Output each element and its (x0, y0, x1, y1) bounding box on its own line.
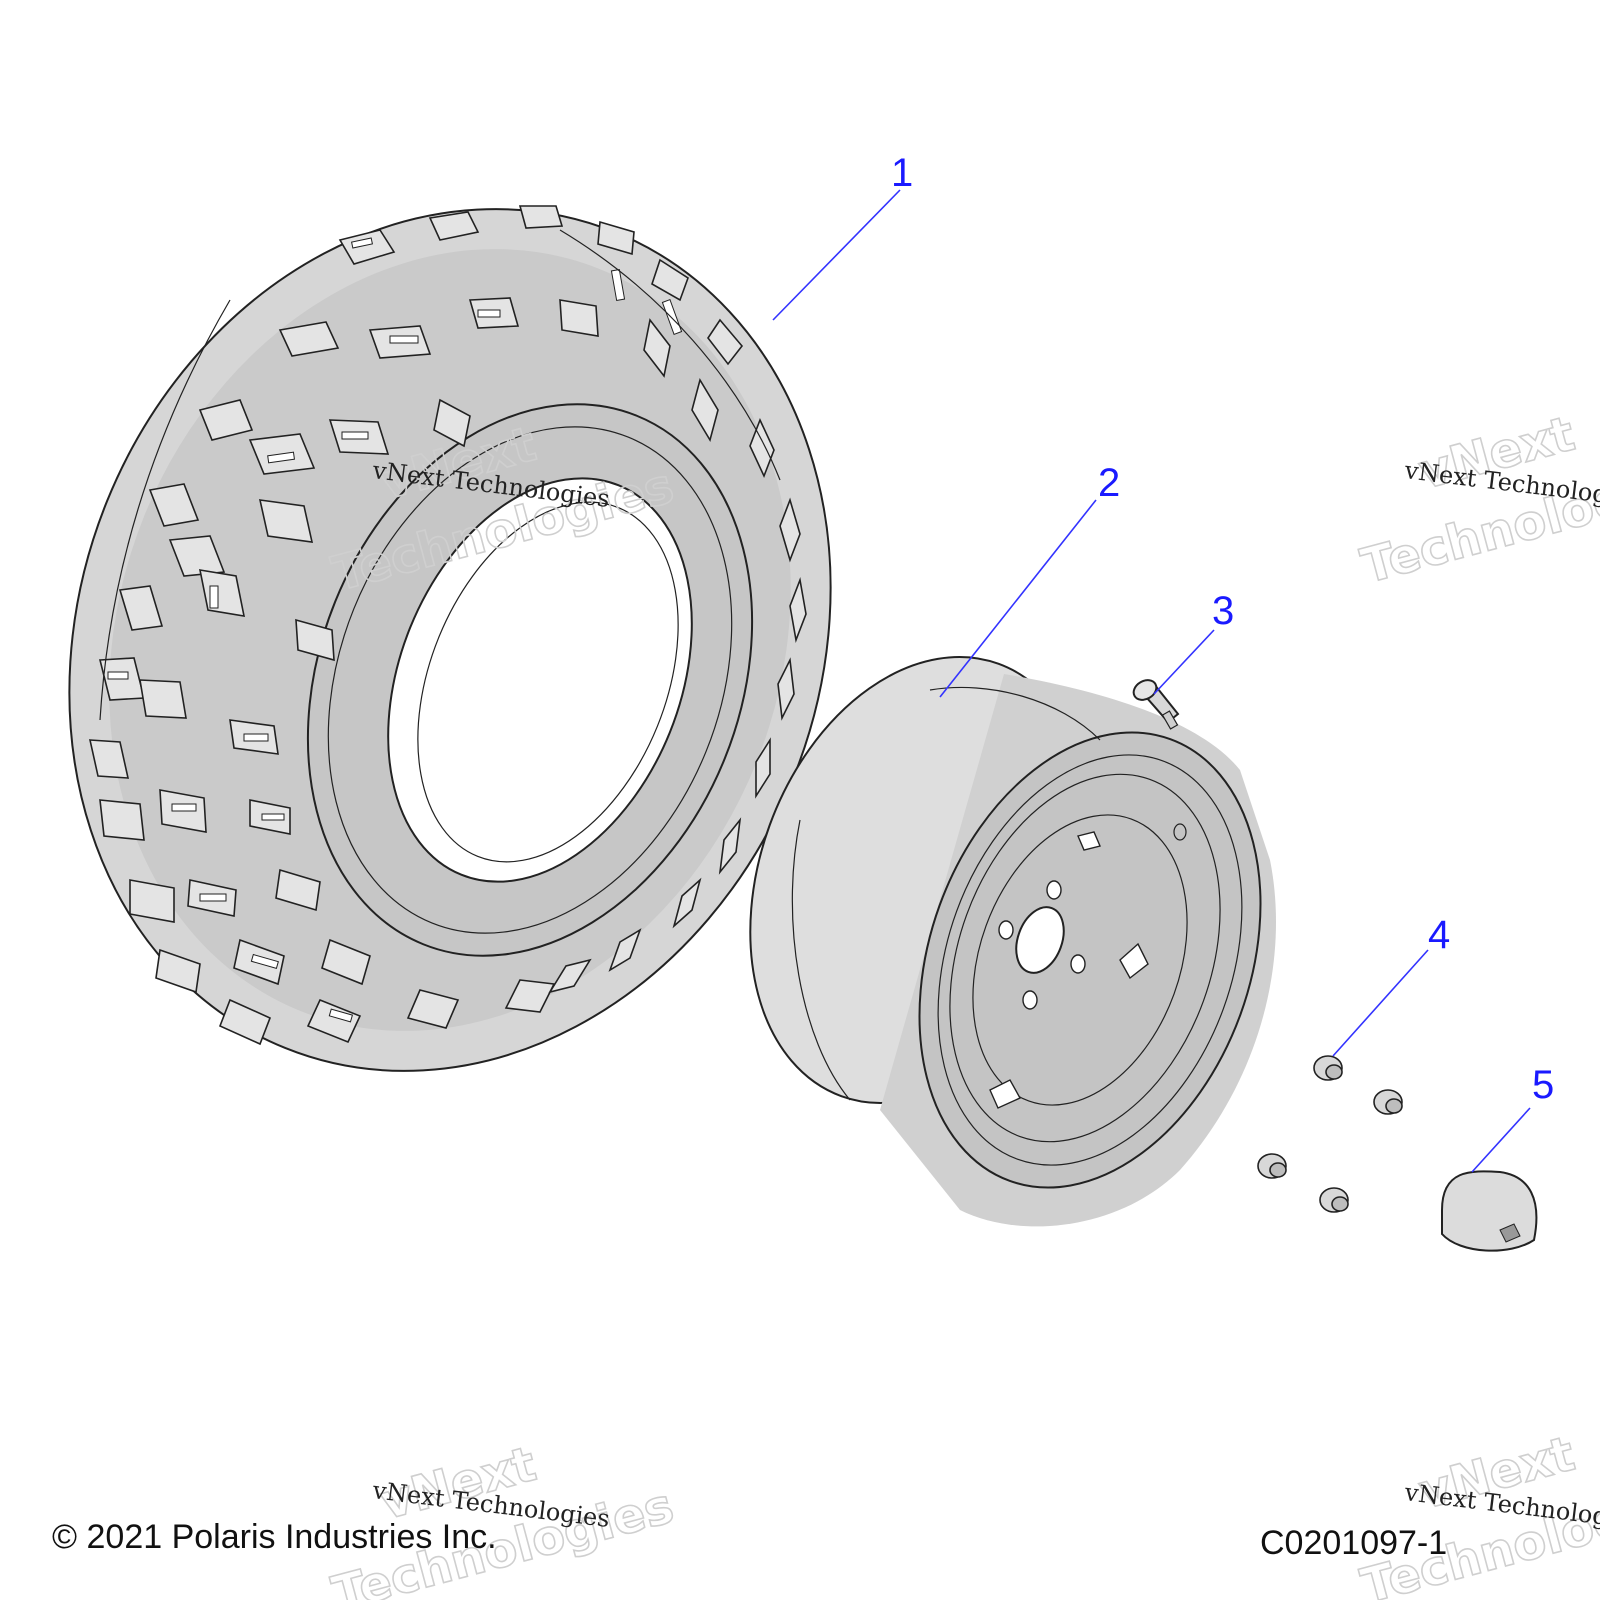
tire-drawing (68, 205, 832, 1072)
callout-numbers: 1 2 3 4 5 (891, 151, 1554, 1107)
watermark-bottom-left: vNext Technologies vNext Technologies (326, 1435, 680, 1600)
valve-stem-drawing (1132, 679, 1180, 730)
callout-5: 5 (1532, 1063, 1554, 1107)
callout-1: 1 (891, 151, 913, 195)
callout-leaders (772, 189, 1531, 1173)
figure-id: C0201097-1 (1260, 1524, 1448, 1562)
callout-4: 4 (1428, 913, 1450, 957)
watermark-bottom-right: vNext Technologies vNext Technologies (1355, 1425, 1600, 1600)
center-cap-drawing (1441, 1170, 1538, 1252)
callout-3: 3 (1212, 589, 1234, 633)
copyright-notice: © 2021 Polaris Industries Inc. (52, 1518, 497, 1556)
wheel-rim-drawing (749, 656, 1276, 1227)
lug-nuts-drawing (1257, 1055, 1403, 1213)
callout-2: 2 (1098, 461, 1120, 505)
watermark-top-right: vNext Technologies vNext Technologies (1355, 405, 1600, 596)
